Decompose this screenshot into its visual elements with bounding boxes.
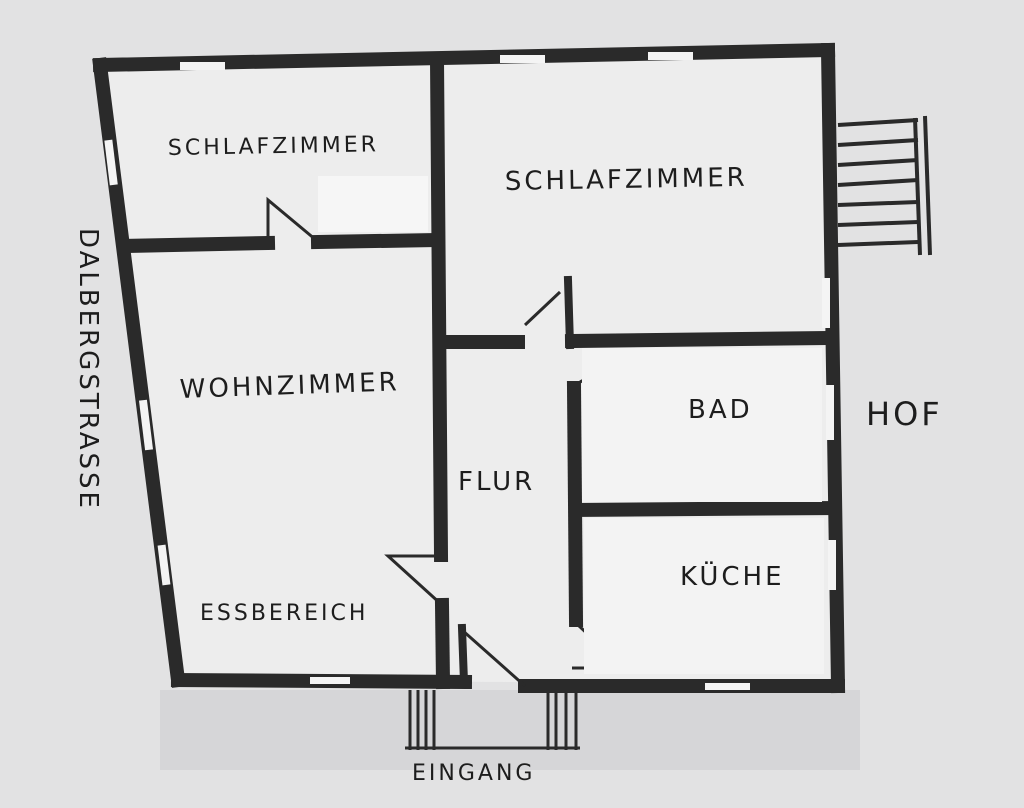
balcony-stairs [837, 115, 932, 256]
label-dining: ESSBEREICH [200, 601, 368, 626]
wall-bath-kitchen [568, 500, 842, 518]
label-bedroom-left: SCHLAFZIMMER [168, 132, 379, 161]
label-bedroom-right: SCHLAFZIMMER [505, 163, 748, 197]
paper-patch [582, 348, 822, 502]
paper-patch [318, 176, 428, 232]
wall-divider-lower [434, 597, 451, 690]
wall-flur-stub [563, 275, 575, 350]
entrance-steps [405, 690, 580, 750]
door-bedroom-left [266, 196, 317, 243]
wall-bedroom-right-b [564, 330, 840, 349]
door-entry [461, 628, 526, 688]
wall-bedroom-left-b [310, 232, 445, 250]
paper-patch [584, 518, 824, 674]
paper-shadow [160, 690, 860, 770]
windows [104, 52, 836, 690]
label-kitchen: KÜCHE [680, 560, 785, 592]
label-yard: HOF [866, 395, 943, 433]
wall-entry-stub [457, 623, 469, 687]
door-living [384, 554, 444, 607]
label-hall: FLUR [458, 467, 535, 497]
label-entrance: EINGANG [412, 761, 535, 786]
label-bath: BAD [688, 395, 753, 425]
label-street: DALBERGSTRASSE [73, 228, 103, 511]
wall-right [820, 42, 846, 694]
wall-divider-upper [429, 52, 449, 563]
wall-bedroom-left-a [116, 235, 276, 254]
walls [92, 42, 846, 694]
door-bedroom-right [523, 290, 562, 327]
